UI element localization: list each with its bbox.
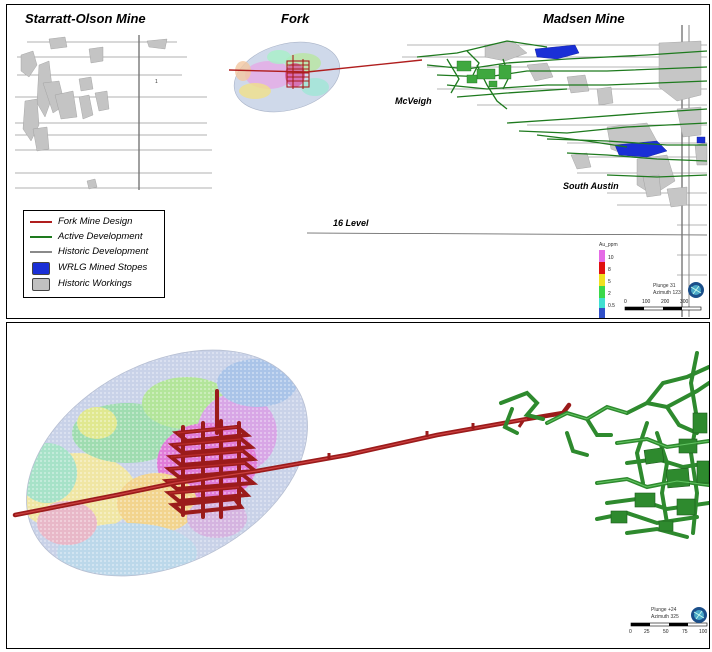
starratt-olson-title: Starratt-Olson Mine: [25, 11, 146, 26]
scale-tick: 0: [624, 299, 627, 305]
legend-label: Historic Development: [58, 246, 149, 257]
decline-highlight: [14, 418, 528, 516]
grade-scale-bar: [599, 250, 605, 318]
grade-tick: 0.5: [608, 303, 615, 309]
south-austin-label: South Austin: [563, 181, 619, 191]
scale-tick: 75: [682, 629, 688, 635]
marker-label: 1: [155, 79, 158, 85]
legend-label: Fork Mine Design: [58, 216, 133, 227]
orientation-globe-top: [688, 282, 704, 298]
scale-tick: 100: [699, 629, 708, 635]
madsen-active-development-workings: [456, 60, 512, 88]
scale-bar-top: [624, 306, 702, 311]
scale-tick: 300: [680, 299, 689, 305]
grade-tick: 5: [608, 279, 611, 285]
scale-tick: 200: [661, 299, 670, 305]
legend-label: Active Development: [58, 231, 143, 242]
wrlg-stopes-swatch: [32, 262, 50, 275]
fork-orebody-3d: [7, 323, 347, 622]
decline-stubs: [327, 420, 525, 459]
fork-design-swatch: [30, 221, 52, 223]
madsen-active-workings-3d: [610, 412, 709, 532]
grade-tick: 2: [608, 291, 611, 297]
section-drawing: [15, 25, 708, 318]
fork-title: Fork: [281, 11, 310, 26]
scale-tick: 0: [629, 629, 632, 635]
azimuth-label-bottom: Azimuth 325: [651, 614, 679, 620]
grade-tick: 10: [608, 255, 614, 261]
grade-scale-title: Au_ppm: [599, 242, 618, 248]
fork-stope-design: [286, 55, 310, 89]
longitudinal-section-panel: Starratt-Olson Mine Fork Madsen Mine McV…: [6, 4, 710, 319]
wrlg-mined-stopes: [534, 44, 706, 158]
scale-tick: 100: [642, 299, 651, 305]
active-development-swatch: [30, 236, 52, 238]
starratt-historic-workings: [20, 36, 168, 190]
plunge-label-top: Plunge 31: [653, 283, 676, 289]
fork-decline-design: [228, 59, 423, 73]
legend-label: Historic Workings: [58, 278, 132, 289]
map-legend: Fork Mine Design Active Development Hist…: [23, 210, 165, 298]
legend-label: WRLG Mined Stopes: [58, 262, 148, 273]
perspective-drawing: [7, 323, 709, 627]
level-16-label: 16 Level: [333, 218, 369, 228]
historic-workings-swatch: [32, 278, 50, 291]
perspective-view-panel: Plunge +24 Azimuth 325 0 25 50 75 100: [6, 322, 710, 649]
scale-tick: 25: [644, 629, 650, 635]
azimuth-label-top: Azimuth 123: [653, 290, 681, 296]
scale-bar-bottom: [630, 622, 708, 627]
historic-development-swatch: [30, 251, 52, 253]
plunge-label-bottom: Plunge +24: [651, 607, 677, 613]
orientation-globe-bottom: [691, 607, 707, 623]
green-highlights: [546, 406, 709, 488]
mcveigh-label: McVeigh: [395, 96, 432, 106]
madsen-title: Madsen Mine: [543, 11, 625, 26]
grade-tick: 8: [608, 267, 611, 273]
scale-tick: 50: [663, 629, 669, 635]
orebody-outline: [26, 349, 308, 577]
